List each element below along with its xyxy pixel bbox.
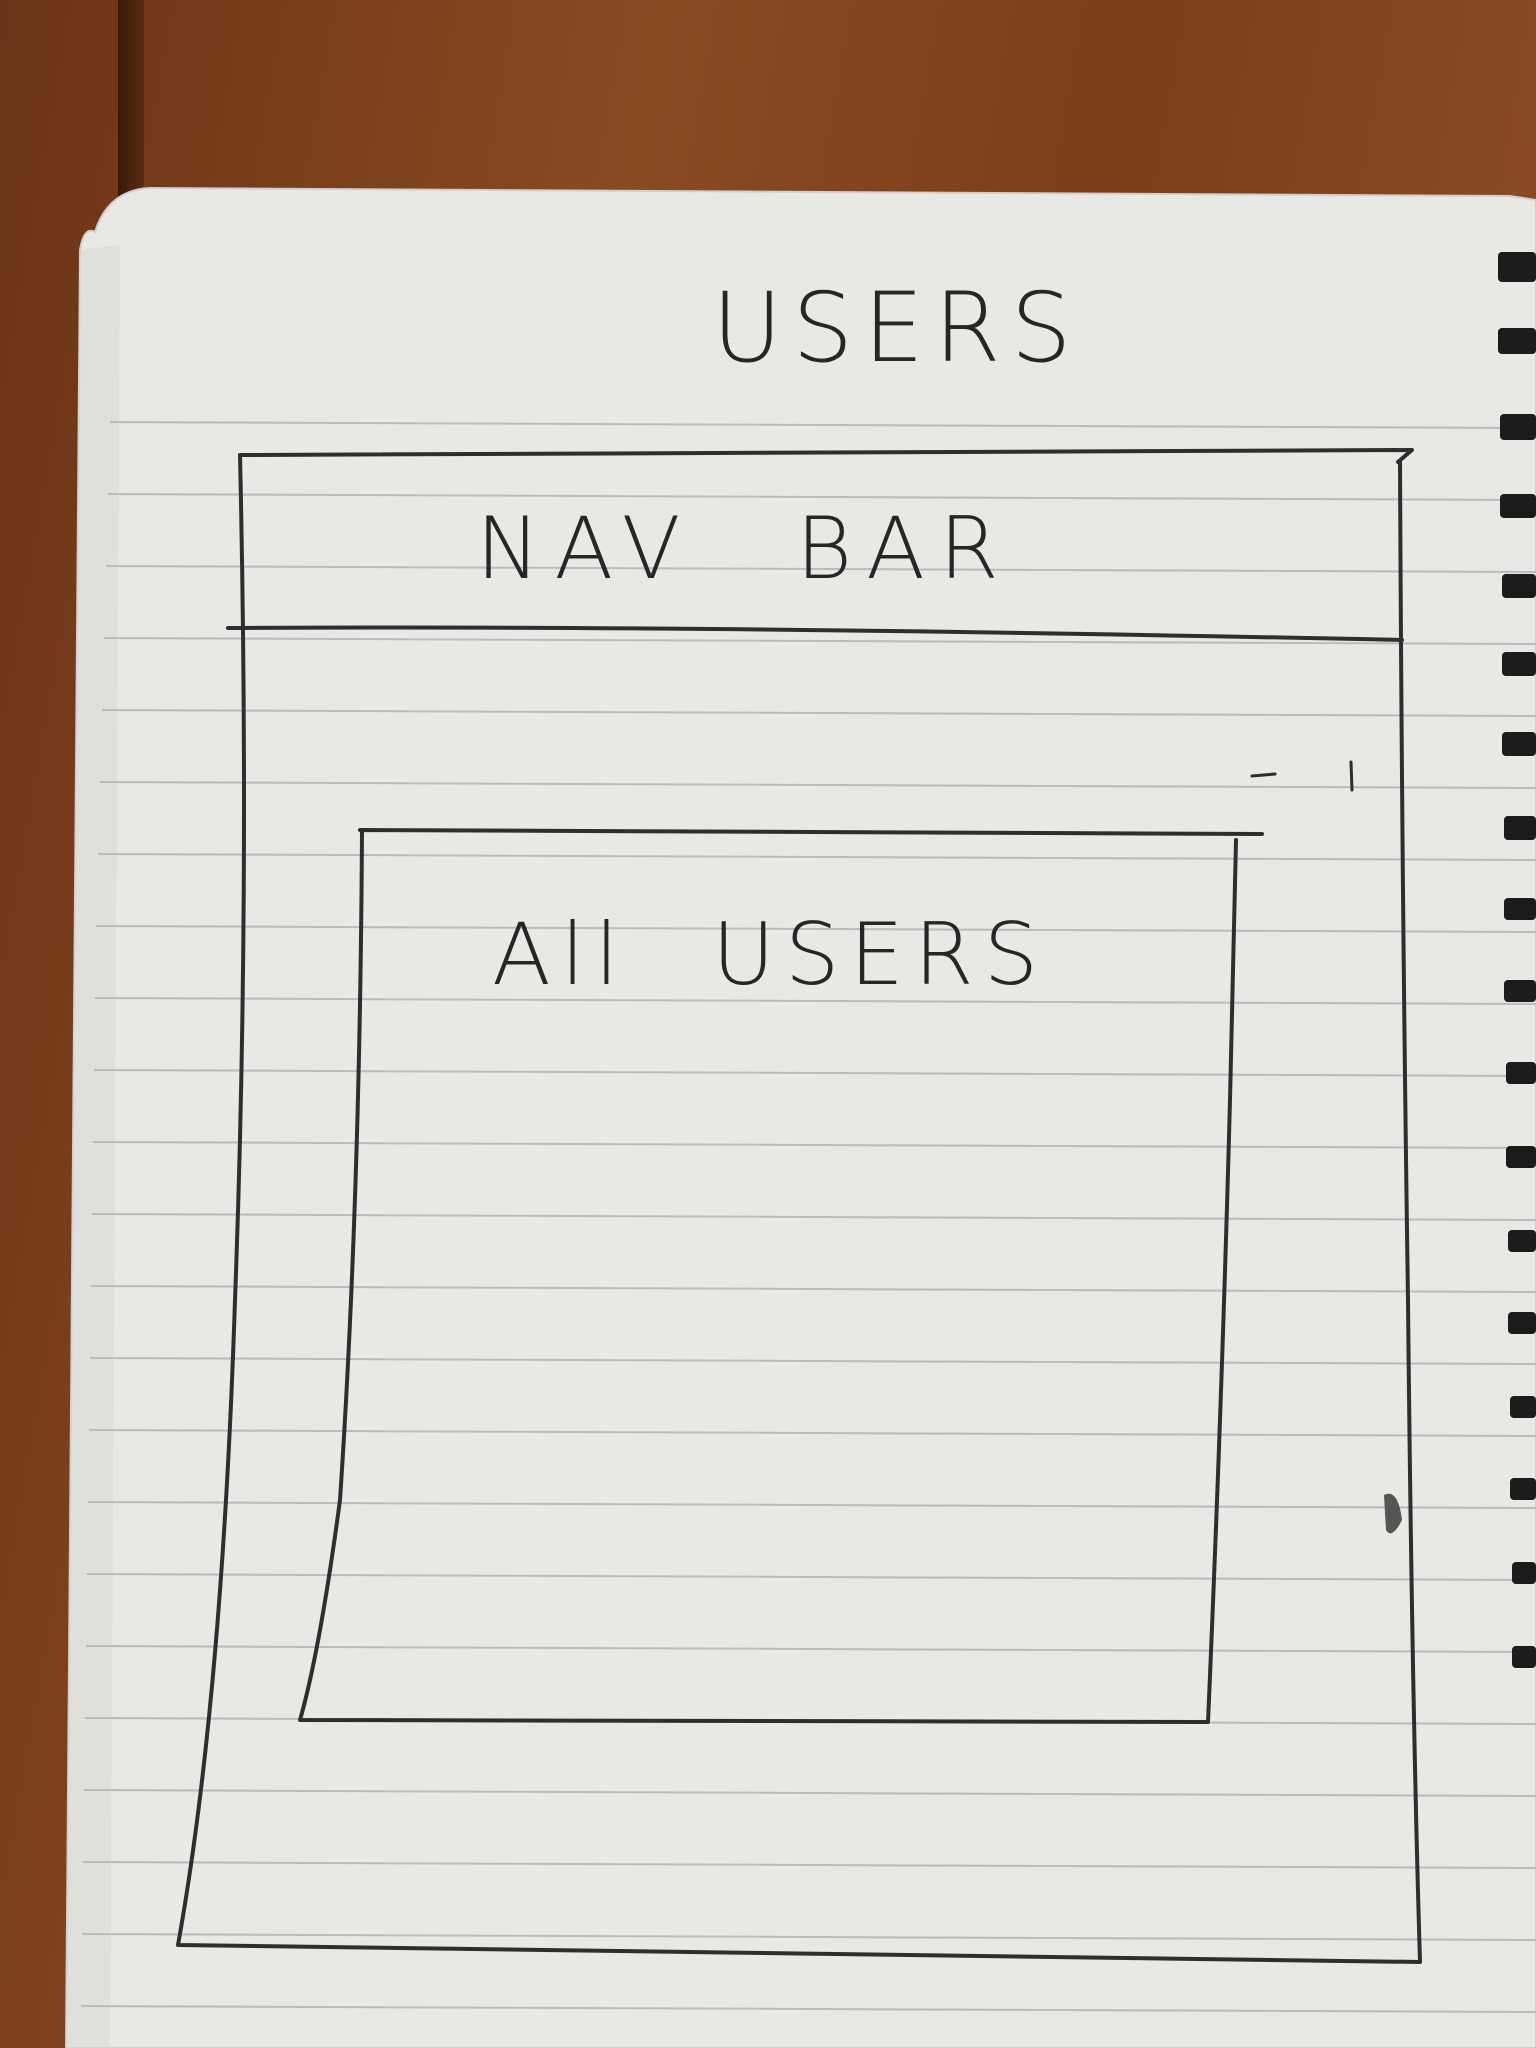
notebook-page	[64, 186, 1536, 2048]
navbar-label: NAV BAR	[476, 499, 1013, 599]
page-frame	[176, 448, 1422, 1964]
stray-mark	[1250, 760, 1354, 792]
users-panel-title: All USERS	[492, 905, 1049, 1005]
ruled-lines	[80, 421, 1536, 2013]
pencil-smudge	[1384, 1493, 1402, 1534]
page-shadow	[66, 245, 120, 2048]
spiral-binding	[1498, 252, 1536, 1668]
navbar-divider	[226, 625, 1404, 642]
page-title: USERS	[712, 272, 1082, 384]
table-seam	[118, 0, 144, 200]
users-panel-frame	[298, 828, 1264, 1724]
